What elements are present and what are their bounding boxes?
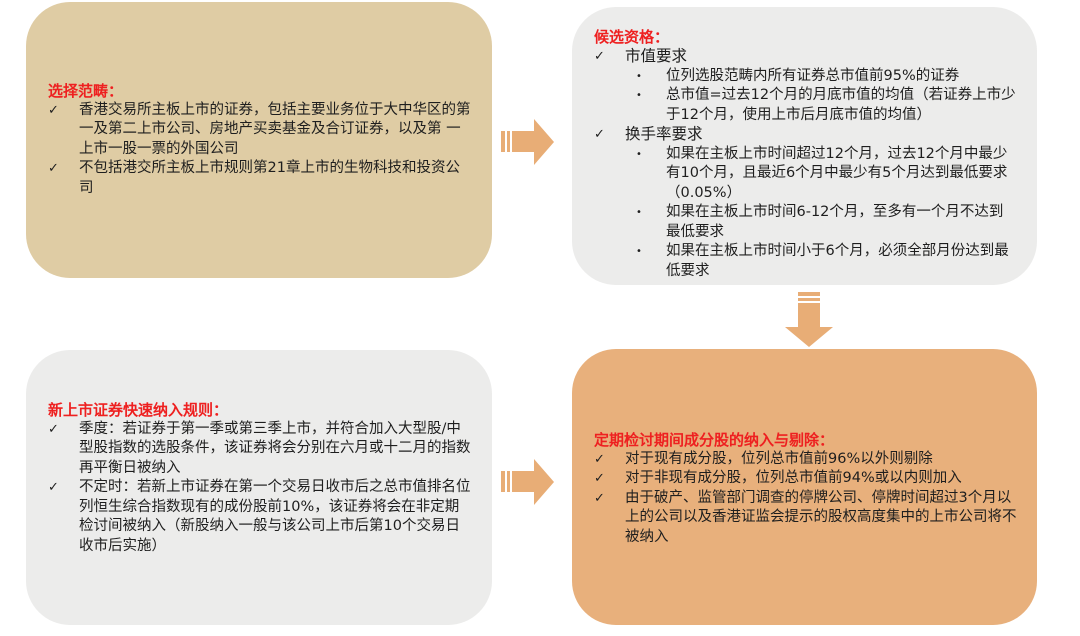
fast-entry-rule-text: 不定时：若新上市证券在第一个交易日收市后之总市值排名位列恒生综合指数现有的成份股… [79, 479, 471, 554]
check-icon: ✓ [594, 490, 605, 506]
fast-entry-rules-box: 新上市证券快速纳入规则： ✓ 季度：若证券于第一季或第三季上市，并符合加入大型股… [26, 350, 492, 625]
check-icon: ✓ [594, 127, 605, 142]
eligibility-bullet: • 如果在主板上市时间超过12个月，过去12个月中最少有10个月，且最近6个月中… [594, 145, 1017, 204]
periodic-review-item: ✓ 对于现有成分股，位列总市值前96%以外则剔除 [594, 450, 1017, 470]
selection-scope-item: ✓ 香港交易所主板上市的证券，包括主要业务位于大中华区的第一及第二上市公司、房地… [48, 101, 472, 160]
periodic-review-item: ✓ 对于非现有成分股，位列总市值前94%或以内则加入 [594, 469, 1017, 489]
eligibility-section-heading: 换手率要求 [625, 125, 703, 143]
right-arrow-icon [499, 117, 555, 167]
eligibility-bullet-text: 位列选股范畴内所有证券总市值前95%的证券 [666, 67, 960, 84]
selection-scope-title: 选择范畴： [48, 81, 124, 100]
check-icon: ✓ [48, 102, 59, 118]
periodic-review-box: 定期检讨期间成分股的纳入与剔除： ✓ 对于现有成分股，位列总市值前96%以外则剔… [572, 349, 1037, 625]
check-icon: ✓ [594, 451, 605, 467]
periodic-review-item-text: 对于非现有成分股，位列总市值前94%或以内则加入 [625, 470, 962, 487]
bullet-icon: • [636, 90, 642, 101]
check-icon: ✓ [48, 161, 59, 177]
eligibility-bullet-text: 如果在主板上市时间超过12个月，过去12个月中最少有10个月，且最近6个月中最少… [666, 145, 1008, 201]
check-icon: ✓ [594, 471, 605, 487]
selection-scope-item-text: 香港交易所主板上市的证券，包括主要业务位于大中华区的第一及第二上市公司、房地产买… [79, 101, 471, 157]
eligibility-section-turnover: ✓ 换手率要求 [594, 125, 1017, 145]
check-icon: ✓ [594, 49, 605, 64]
bullet-icon: • [636, 148, 642, 160]
eligibility-bullet: • 如果在主板上市时间小于6个月，必须全部月份达到最低要求 [594, 242, 1017, 281]
bullet-icon: • [636, 70, 642, 82]
selection-scope-item-text: 不包括港交所主板上市规则第21章上市的生物科技和投资公司 [79, 160, 460, 196]
down-arrow-icon [784, 290, 834, 348]
fast-entry-rule-item: ✓ 季度：若证券于第一季或第三季上市，并符合加入大型股/中型股指数的选股条件，该… [48, 420, 472, 479]
periodic-review-title: 定期检讨期间成分股的纳入与剔除： [594, 430, 835, 449]
right-arrow-icon [499, 457, 555, 507]
selection-scope-item: ✓ 不包括港交所主板上市规则第21章上市的生物科技和投资公司 [48, 159, 472, 198]
eligibility-section-heading: 市值要求 [625, 47, 688, 65]
eligibility-bullet: • 位列选股范畴内所有证券总市值前95%的证券 [594, 67, 1017, 87]
candidate-eligibility-box: 候选资格： ✓ 市值要求 • 位列选股范畴内所有证券总市值前95%的证券 • 总… [572, 7, 1037, 285]
fast-entry-rule-text: 季度：若证券于第一季或第三季上市，并符合加入大型股/中型股指数的选股条件，该证券… [79, 420, 471, 476]
check-icon: ✓ [48, 480, 59, 496]
periodic-review-item-text: 由于破产、监管部门调查的停牌公司、停牌时间超过3个月以上的公司以及香港证监会提示… [625, 489, 1017, 545]
bullet-icon: • [636, 207, 642, 218]
eligibility-section-market-cap: ✓ 市值要求 [594, 47, 1017, 67]
eligibility-bullet: • 如果在主板上市时间6-12个月，至多有一个月不达到最低要求 [594, 203, 1017, 242]
bullet-icon: • [636, 246, 642, 257]
eligibility-bullet-text: 如果在主板上市时间小于6个月，必须全部月份达到最低要求 [666, 243, 1009, 279]
periodic-review-item: ✓ 由于破产、监管部门调查的停牌公司、停牌时间超过3个月以上的公司以及香港证监会… [594, 489, 1017, 548]
eligibility-bullet-text: 总市值=过去12个月的月底市值的均值（若证券上市少于12个月，使用上市后月底市值… [666, 87, 1016, 123]
selection-scope-box: 选择范畴： ✓ 香港交易所主板上市的证券，包括主要业务位于大中华区的第一及第二上… [26, 2, 492, 278]
eligibility-bullet: • 总市值=过去12个月的月底市值的均值（若证券上市少于12个月，使用上市后月底… [594, 86, 1017, 125]
fast-entry-rule-item: ✓ 不定时：若新上市证券在第一个交易日收市后之总市值排名位列恒生综合指数现有的成… [48, 478, 472, 556]
periodic-review-item-text: 对于现有成分股，位列总市值前96%以外则剔除 [625, 450, 933, 467]
fast-entry-rules-title: 新上市证券快速纳入规则： [48, 400, 229, 419]
eligibility-bullet-text: 如果在主板上市时间6-12个月，至多有一个月不达到最低要求 [666, 204, 1004, 240]
check-icon: ✓ [48, 421, 59, 437]
candidate-eligibility-title: 候选资格： [594, 28, 670, 46]
